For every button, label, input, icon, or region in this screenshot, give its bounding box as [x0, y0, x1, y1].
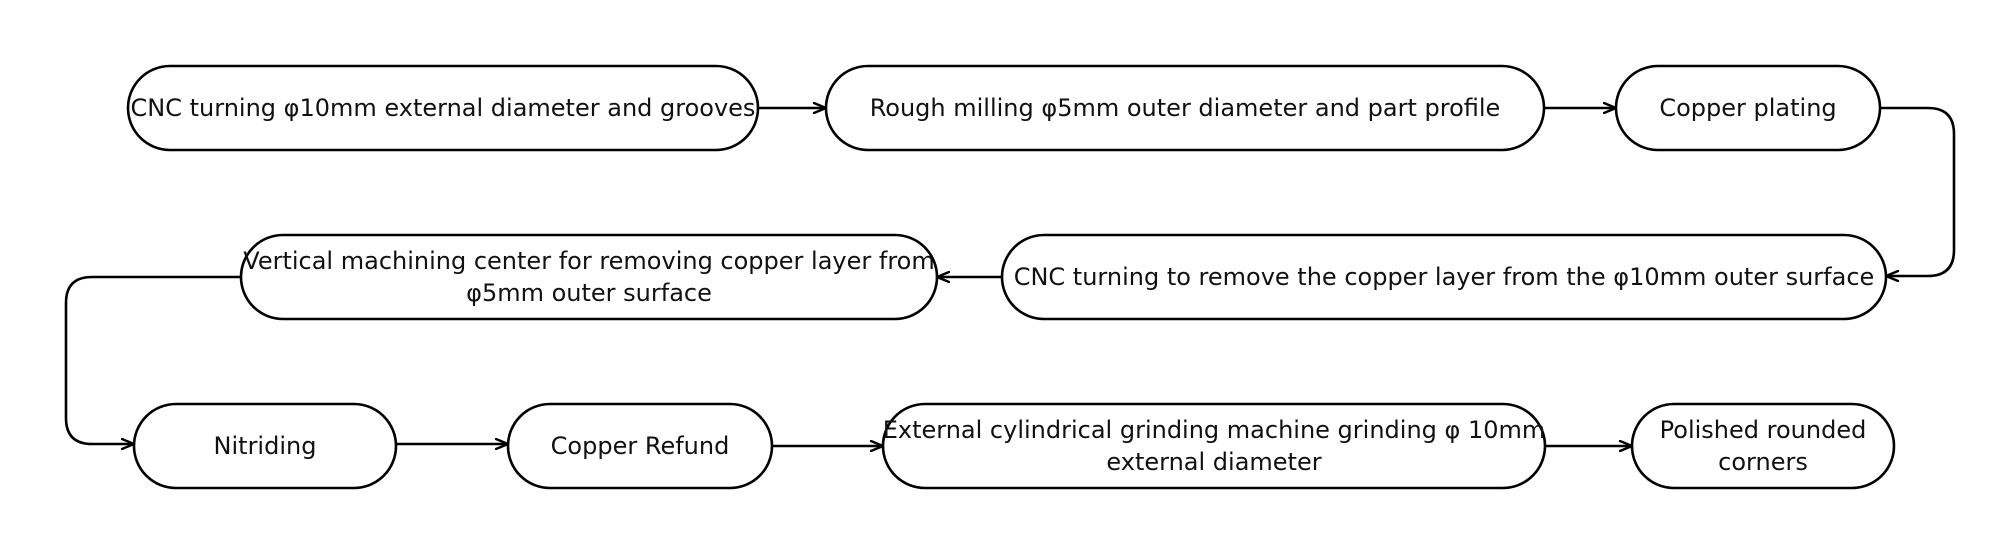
- process-step-4: CNC turning to remove the copper layer f…: [1000, 233, 1888, 321]
- process-step-1: CNC turning φ10mm external diameter and …: [126, 64, 760, 152]
- process-step-label: Copper plating: [1659, 94, 1836, 122]
- process-step-7: Copper Refund: [506, 402, 774, 490]
- process-step-box: [881, 402, 1547, 490]
- process-step-label: corners: [1718, 448, 1808, 476]
- process-step-label: Rough milling φ5mm outer diameter and pa…: [870, 94, 1501, 122]
- process-step-label: CNC turning to remove the copper layer f…: [1014, 263, 1875, 291]
- process-step-label: External cylindrical grinding machine gr…: [883, 416, 1546, 444]
- process-step-box: [126, 64, 760, 152]
- process-step-label: CNC turning φ10mm external diameter and …: [131, 94, 756, 122]
- process-step-label: Copper Refund: [551, 432, 730, 460]
- process-step-5: Vertical machining center for removing c…: [239, 233, 939, 321]
- process-step-9: Polished rounded corners: [1630, 402, 1896, 490]
- process-step-3: Copper plating: [1614, 64, 1882, 152]
- arrow-s3-to-s4: [1880, 106, 1956, 276]
- process-step-label: Polished rounded: [1660, 416, 1867, 444]
- process-step-box: [824, 64, 1546, 152]
- process-step-box: [1614, 64, 1882, 152]
- process-step-8: External cylindrical grinding machine gr…: [881, 402, 1547, 490]
- process-step-6: Nitriding: [132, 402, 398, 490]
- process-step-box: [1000, 233, 1888, 321]
- process-step-box: [506, 402, 774, 490]
- process-step-box: [132, 402, 398, 490]
- process-step-label: φ5mm outer surface: [466, 279, 712, 307]
- process-step-box: [239, 233, 939, 321]
- process-step-label: external diameter: [1106, 448, 1321, 476]
- process-step-label: Nitriding: [214, 432, 317, 460]
- process-step-label: Vertical machining center for removing c…: [243, 247, 934, 275]
- arrow-s5-to-s6: [64, 275, 241, 444]
- process-step-box: [1630, 402, 1896, 490]
- process-step-2: Rough milling φ5mm outer diameter and pa…: [824, 64, 1546, 152]
